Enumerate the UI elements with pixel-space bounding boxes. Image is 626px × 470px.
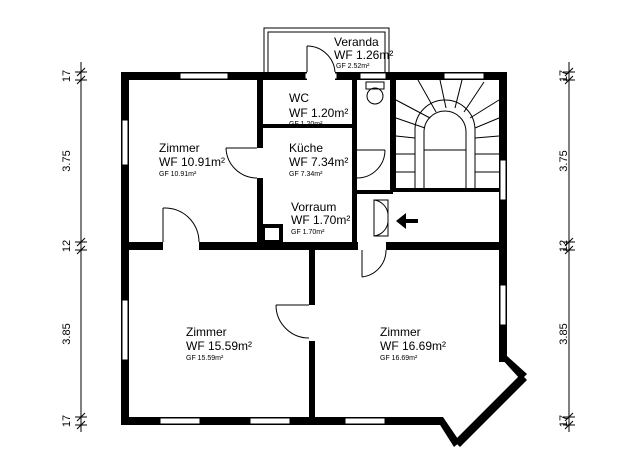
dim-right-5: 17 (558, 415, 570, 427)
room-vorraum-name: Vorraum (291, 200, 336, 214)
room-wc-wf: WF 1.20m² (289, 106, 348, 120)
room-zimmer-nw: Zimmer WF 10.91m² GF 10.91m² (159, 141, 225, 178)
room-vorraum: Vorraum WF 1.70m² GF 1.70m² (291, 200, 350, 236)
entrance-arrow-icon (396, 213, 418, 229)
dimension-right: 17 3.75 12 3.85 17 (558, 62, 575, 432)
room-zimmer-nw-name: Zimmer (159, 141, 200, 155)
room-wc: WC WF 1.20m² GF 1.20m² (289, 91, 348, 128)
room-vorraum-gf: GF 1.70m² (291, 229, 325, 236)
dim-right-3: 12 (558, 240, 570, 252)
room-wc-gf: GF 1.20m² (289, 121, 323, 128)
room-veranda-gf: GF 2.52m² (336, 63, 370, 70)
room-zimmer-se-gf: GF 16.69m² (380, 355, 418, 362)
room-kueche: Küche WF 7.34m² GF 7.34m² (289, 141, 348, 178)
room-veranda: Veranda WF 1.26m² GF 2.52m² (334, 35, 393, 70)
door-swing-icon (162, 45, 389, 341)
dim-left-2: 3.75 (61, 150, 73, 171)
dim-left-1: 17 (61, 70, 73, 82)
windows (121, 72, 507, 425)
room-kueche-name: Küche (289, 141, 323, 155)
dim-left-4: 3.85 (61, 323, 73, 344)
room-veranda-wf: WF 1.26m² (334, 48, 393, 62)
veranda-outline (263, 27, 390, 72)
room-vorraum-wf: WF 1.70m² (291, 213, 350, 227)
room-zimmer-se-name: Zimmer (380, 325, 421, 339)
dim-left-3: 12 (61, 240, 73, 252)
dim-right-1: 17 (558, 70, 570, 82)
dim-left-5: 17 (61, 415, 73, 427)
dim-right-4: 3.85 (558, 323, 570, 344)
staircase-icon (395, 79, 500, 188)
room-zimmer-sw-wf: WF 15.59m² (186, 339, 252, 353)
room-zimmer-nw-wf: WF 10.91m² (159, 155, 225, 169)
toilet-icon (365, 81, 385, 105)
room-zimmer-sw-gf: GF 15.59m² (186, 355, 224, 362)
dimension-left: 17 3.75 12 3.85 17 (61, 62, 87, 432)
room-zimmer-sw-name: Zimmer (186, 325, 227, 339)
room-kueche-gf: GF 7.34m² (289, 171, 323, 178)
room-zimmer-se-wf: WF 16.69m² (380, 339, 446, 353)
dim-right-2: 3.75 (558, 150, 570, 171)
room-wc-name: WC (289, 91, 309, 105)
room-zimmer-nw-gf: GF 10.91m² (159, 171, 197, 178)
room-zimmer-sw: Zimmer WF 15.59m² GF 15.59m² (186, 325, 252, 362)
room-veranda-name: Veranda (334, 35, 379, 49)
room-kueche-wf: WF 7.34m² (289, 155, 348, 169)
room-zimmer-se: Zimmer WF 16.69m² GF 16.69m² (380, 325, 446, 362)
